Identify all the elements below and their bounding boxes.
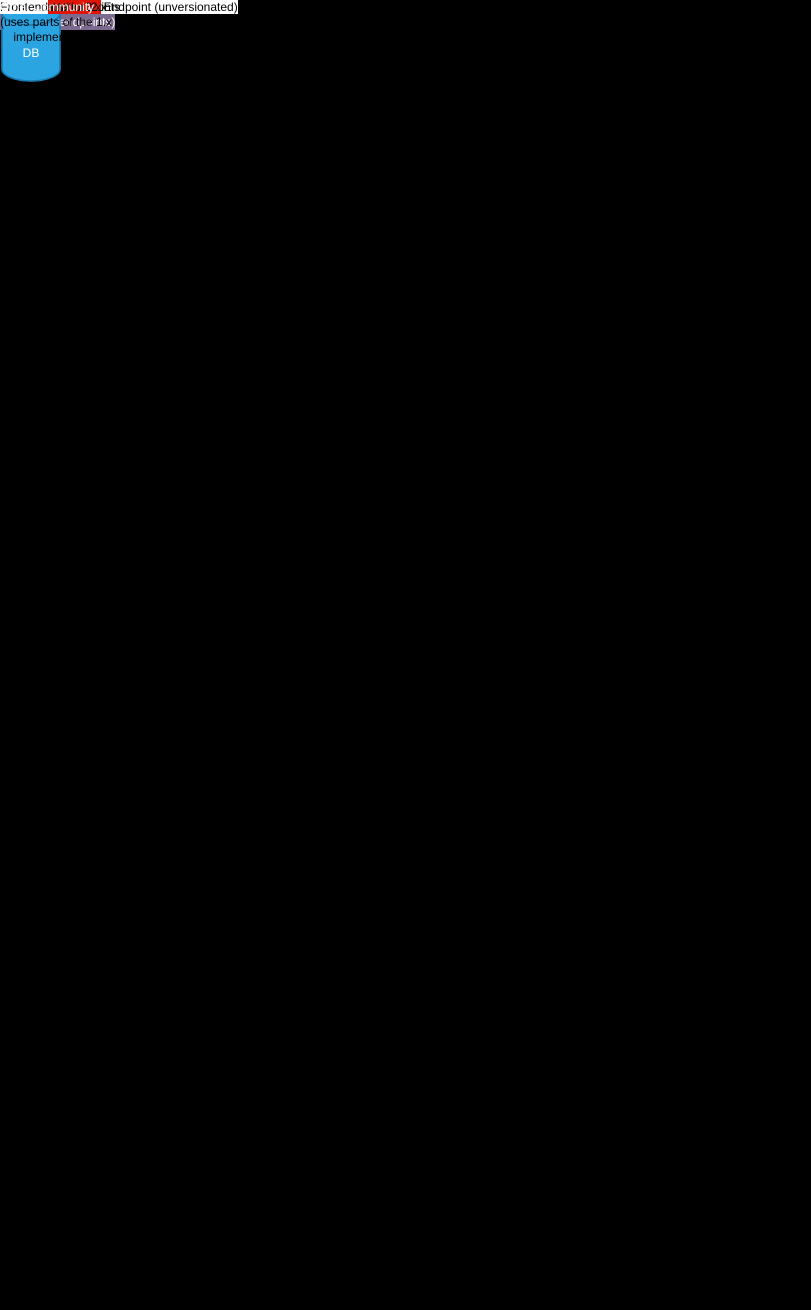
db-cylinder-body — [1, 13, 61, 82]
frontend-box: Frontend — [0, 0, 49, 14]
db-label-middle: DB — [23, 46, 40, 60]
other-community-title-bottom: Other Community — [0, 0, 95, 14]
